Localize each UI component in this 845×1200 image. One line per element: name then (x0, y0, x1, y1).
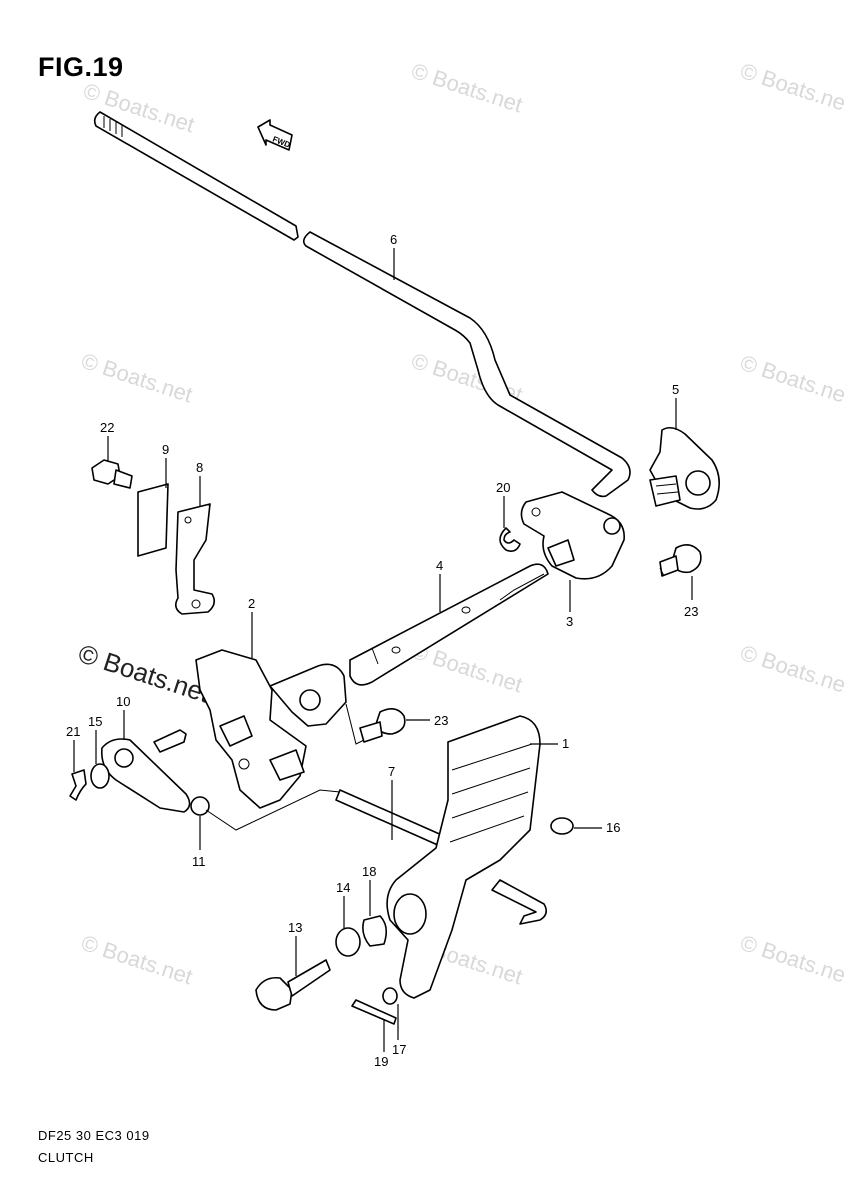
part-19-cotter-pin (351, 999, 397, 1025)
part-7-stud (335, 789, 445, 847)
part-23-bolt-lower (359, 708, 406, 743)
part-16-washer (550, 817, 574, 835)
callout-labels: 1 2 3 4 5 6 7 8 9 10 11 13 14 15 16 17 1… (66, 232, 698, 1069)
alignment-lines (205, 567, 665, 831)
part-14-washer (335, 927, 361, 957)
callout-1: 1 (562, 736, 569, 751)
callout-17: 17 (392, 1042, 406, 1057)
callout-9: 9 (162, 442, 169, 457)
part-23-bolt-upper (659, 544, 702, 577)
callout-14: 14 (336, 880, 350, 895)
callout-21: 21 (66, 724, 80, 739)
part-20-clip (499, 527, 521, 552)
part-2-clutch-cam (195, 649, 347, 809)
callout-2: 2 (248, 596, 255, 611)
part-1-pedal (386, 715, 548, 999)
callout-4: 4 (436, 558, 443, 573)
callout-19: 19 (374, 1054, 388, 1069)
leader-lines (73, 248, 693, 1052)
part-10-lever (100, 738, 191, 813)
callout-11: 11 (192, 854, 206, 869)
figure-code: DF25 30 EC3 019 (38, 1128, 150, 1143)
part-18-bushing (362, 915, 388, 947)
callout-23-upper: 23 (684, 604, 698, 619)
callout-16: 16 (606, 820, 620, 835)
part-22-bolt (91, 459, 133, 489)
part-5-lever (649, 426, 720, 510)
fwd-arrow-icon: FWD (257, 119, 293, 151)
callout-10: 10 (116, 694, 130, 709)
part-3-lever-arm (520, 491, 625, 580)
callout-7: 7 (388, 764, 395, 779)
figure-title: FIG.19 (38, 52, 124, 82)
callout-20: 20 (496, 480, 510, 495)
figure-name: CLUTCH (38, 1150, 94, 1165)
part-13-bolt (255, 959, 331, 1011)
callout-23-lower: 23 (434, 713, 448, 728)
part-4-shaft (349, 563, 549, 686)
callout-18: 18 (362, 864, 376, 879)
part-21-clip (69, 769, 87, 801)
part-9-plate (137, 483, 169, 557)
part-8-bracket (174, 503, 216, 615)
callout-3: 3 (566, 614, 573, 629)
callout-13: 13 (288, 920, 302, 935)
callout-6: 6 (390, 232, 397, 247)
part-17-washer (382, 987, 398, 1005)
part-11-washer (190, 796, 210, 816)
part-6-shift-rod (93, 111, 631, 498)
callout-22: 22 (100, 420, 114, 435)
callout-8: 8 (196, 460, 203, 475)
part-15-washer (90, 763, 110, 789)
callout-5: 5 (672, 382, 679, 397)
part-stud (153, 729, 187, 753)
callout-15: 15 (88, 714, 102, 729)
